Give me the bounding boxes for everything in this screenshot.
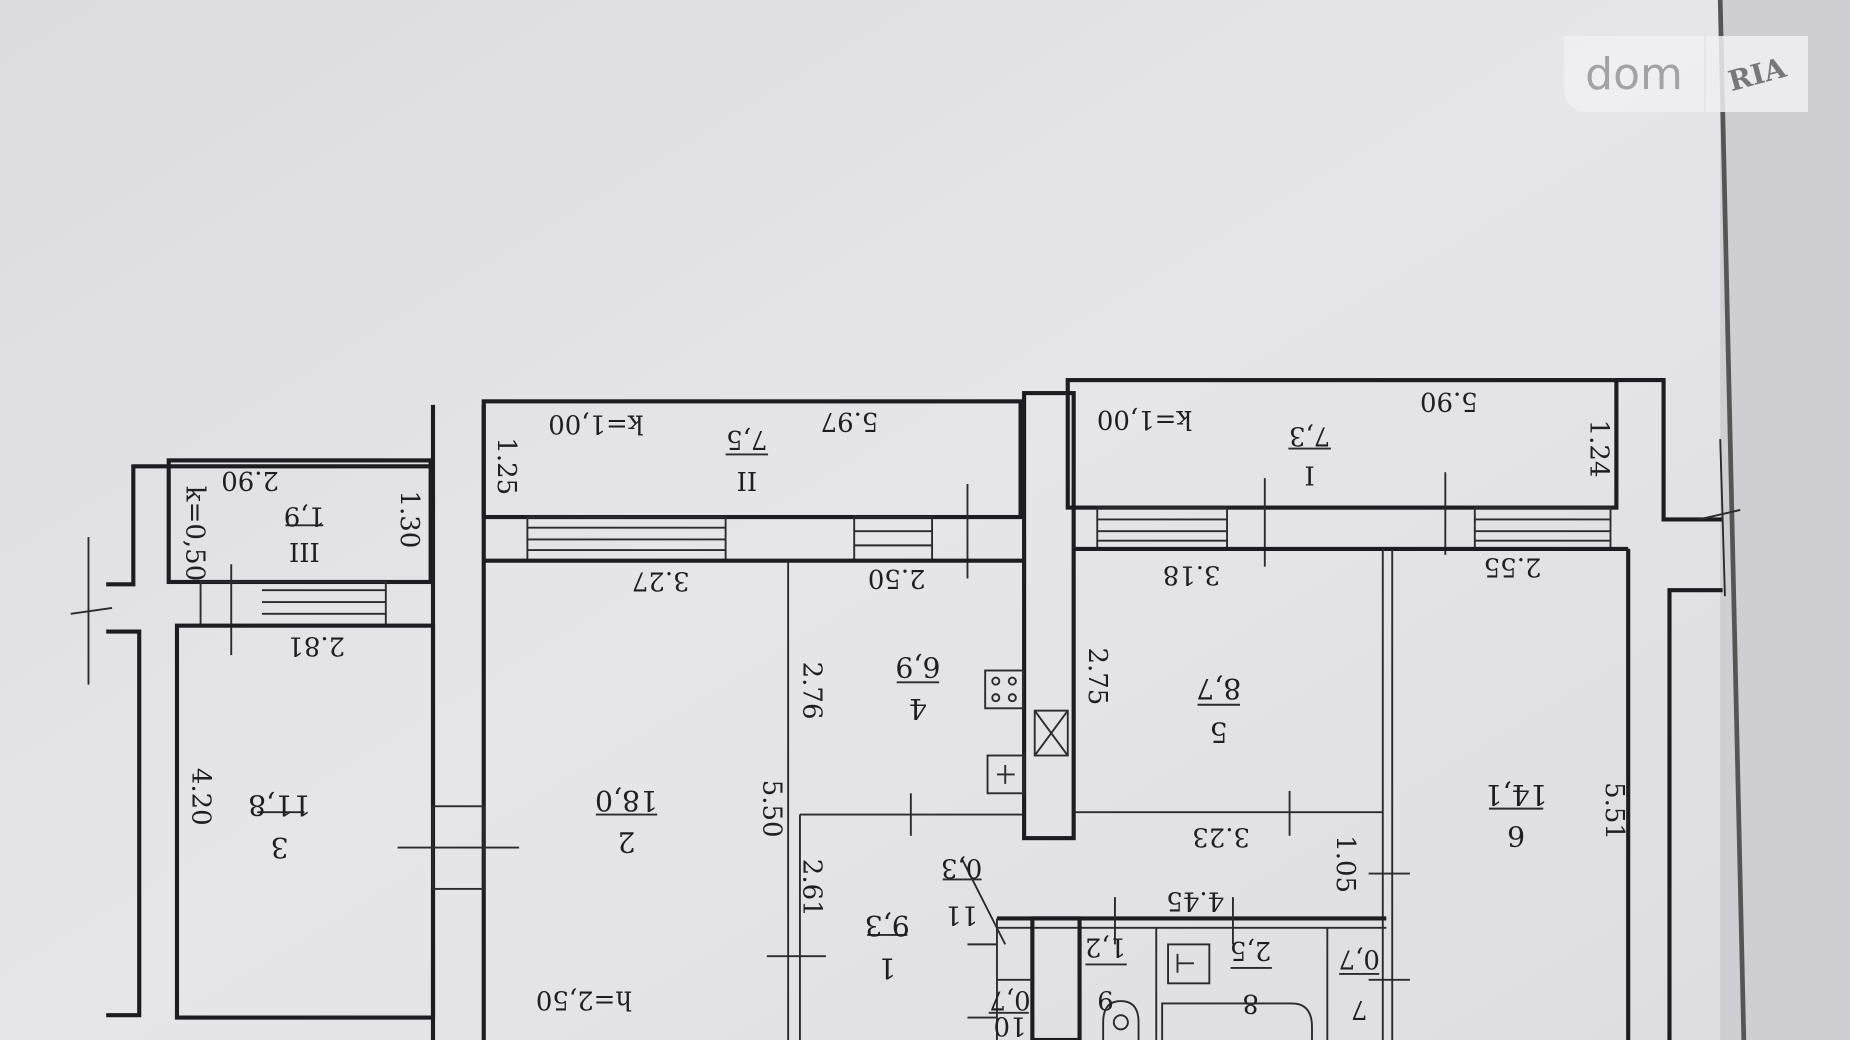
- ceiling-height-label: h=2,50: [536, 985, 632, 1015]
- balcony-area: 1,9: [284, 501, 325, 531]
- room-number: 10: [993, 1011, 1026, 1040]
- room-area: 6,9: [895, 651, 940, 684]
- room-number: 4: [909, 692, 927, 725]
- room-number: 8: [1242, 988, 1259, 1018]
- bath-sink-icon: [1167, 943, 1211, 985]
- dim-label: 2.90: [221, 465, 279, 495]
- room-area: 11,8: [248, 789, 311, 822]
- dim-label: 3.27: [632, 566, 690, 596]
- dim-label: 2.76: [796, 662, 826, 720]
- dim-label: 4.45: [1166, 885, 1224, 915]
- balcony-number: III: [289, 536, 320, 566]
- dim-label: 5.90: [1420, 386, 1478, 416]
- bathtub-icon: [1161, 1002, 1313, 1040]
- room-number: 2: [617, 825, 635, 858]
- room-area: 8,7: [1196, 672, 1241, 705]
- room-number: 6: [1507, 819, 1525, 852]
- dim-label: 5.51: [1599, 782, 1629, 840]
- dim-label: 2.81: [287, 630, 345, 660]
- page-fold: [1717, 0, 1747, 1040]
- stove-icon: [984, 669, 1024, 710]
- room-area: 0,3: [941, 852, 982, 882]
- dim-label: 2.55: [1484, 551, 1542, 581]
- dim-label: 2.61: [796, 859, 826, 917]
- domria-watermark: dom RIA: [1564, 36, 1808, 112]
- room-number: 3: [271, 831, 289, 864]
- room-area: 14,1: [1485, 778, 1548, 811]
- room-area: 0,7: [1339, 943, 1380, 973]
- dim-label: 3.18: [1163, 560, 1221, 590]
- coef-label: k=1,00: [548, 409, 643, 439]
- balcony-number: I: [1304, 459, 1314, 489]
- room-number: 11: [945, 900, 978, 930]
- room-area: 0,7: [989, 985, 1030, 1015]
- walls: [70, 378, 1741, 1040]
- kitchen-sink-icon: [986, 754, 1026, 795]
- room-number: 9: [1097, 985, 1114, 1015]
- dim-label: 1.24: [1583, 420, 1613, 478]
- coef-label: k=0,50: [179, 486, 209, 581]
- room-area: 1,2: [1085, 931, 1126, 961]
- room-area: 18,0: [595, 784, 658, 817]
- watermark-ria-text: RIA: [1724, 50, 1790, 98]
- paper-sheet: [0, 0, 1721, 1040]
- dim-label: 5.50: [756, 780, 786, 838]
- dim-label: 1.25: [491, 437, 521, 495]
- watermark-ria: RIA: [1706, 36, 1808, 112]
- dim-label: 2.75: [1082, 648, 1112, 706]
- ventilation-icon: [1033, 709, 1069, 757]
- coef-label: k=1,00: [1097, 404, 1192, 434]
- room-area: 2,5: [1230, 935, 1271, 965]
- dim-label: 4.20: [185, 768, 215, 826]
- dim-label: 1.30: [394, 491, 424, 549]
- dim-label: 3.23: [1192, 822, 1250, 852]
- room-number: 5: [1210, 715, 1228, 748]
- room-number: 7: [1351, 994, 1368, 1024]
- labels: 2.90 III 1,9 k=0,50 1.30 2.81 4.20 3 11,…: [179, 386, 1628, 1040]
- toilet-icon: [1102, 1000, 1140, 1040]
- balcony-area: 7,3: [1289, 420, 1330, 450]
- balcony-number: II: [737, 465, 758, 495]
- dim-label: 2.50: [868, 563, 926, 593]
- watermark-dom: dom: [1564, 36, 1704, 112]
- room-area: 9,3: [865, 909, 910, 942]
- dim-label: 5.97: [821, 406, 879, 436]
- balcony-area: 7,5: [726, 424, 767, 454]
- fixtures: [984, 669, 1313, 1040]
- dim-label: 1.05: [1330, 835, 1360, 893]
- room-number: 1: [878, 952, 896, 985]
